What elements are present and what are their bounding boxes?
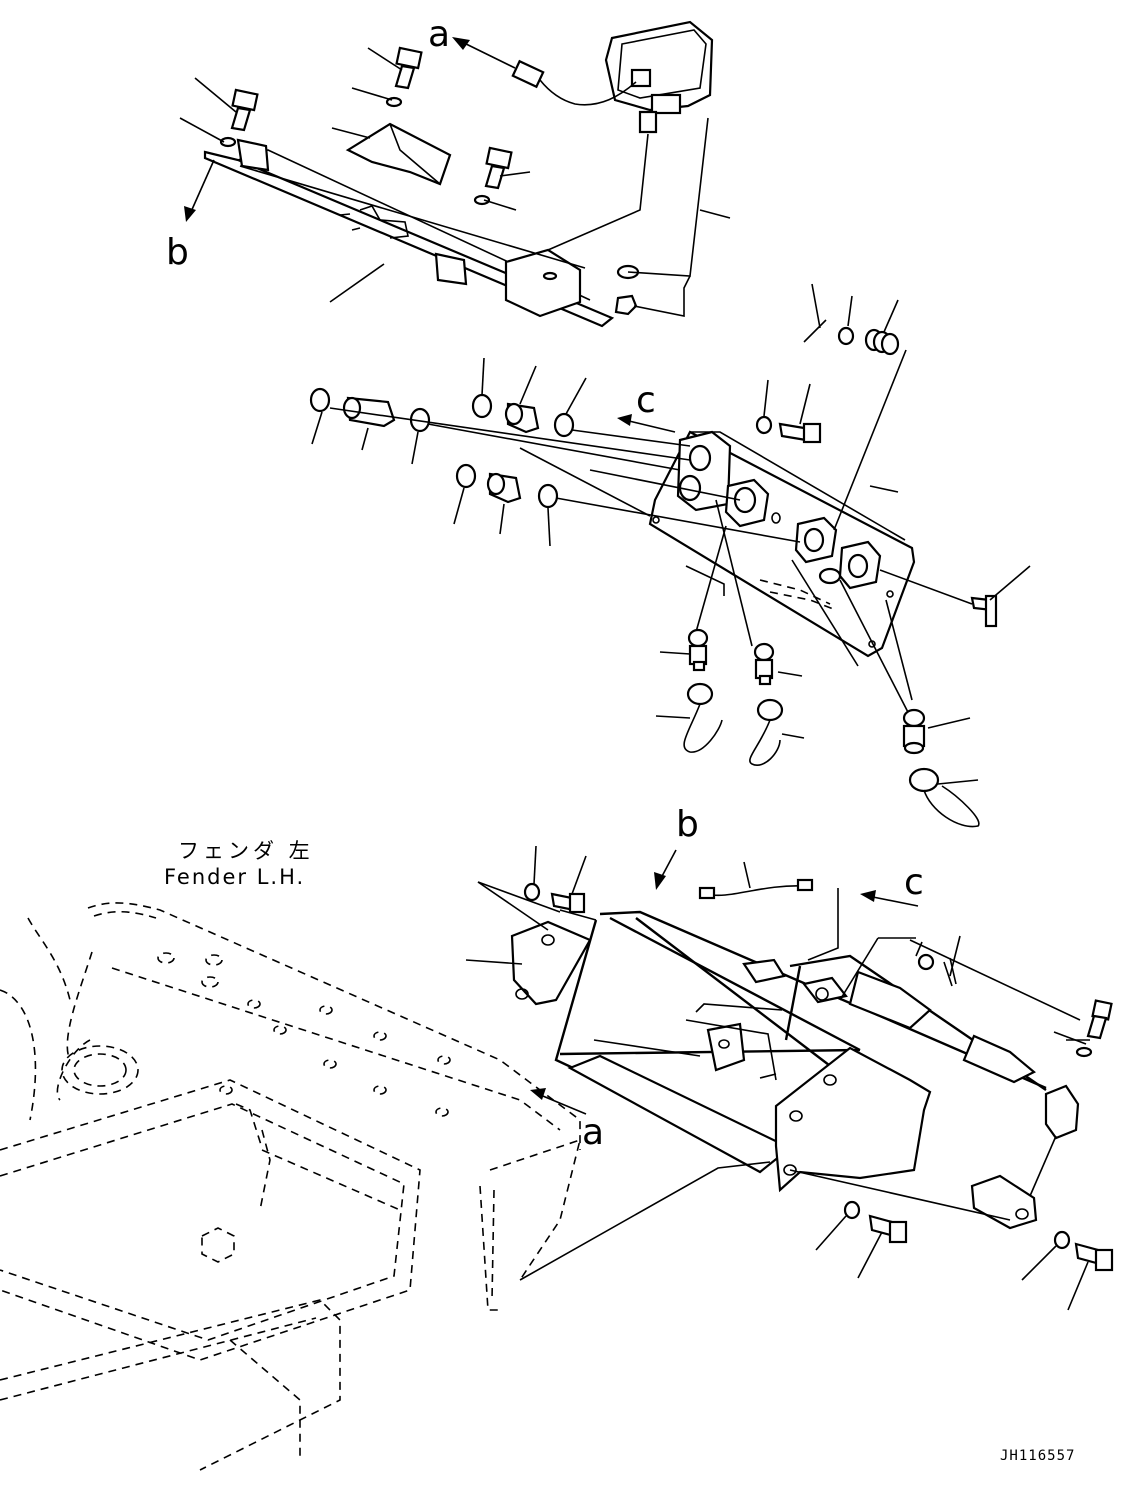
cover-plate [345,122,452,186]
split-pin-low [943,957,957,987]
lamp-connector [511,59,545,89]
label-a-top: a [428,14,450,55]
dust-cap-right [908,767,980,828]
label-a-low: a [582,1112,604,1153]
drawing-code: JH116557 [1000,1448,1075,1464]
washer-top-3 [473,194,491,206]
washer-low-2 [917,953,935,971]
arrow-a-low [537,1093,587,1115]
spacer-block-upper [1044,1084,1080,1140]
label-c-low: c [904,862,924,903]
dust-cap-2 [749,698,784,766]
lower-mounting-frame: b c [465,804,1114,1311]
o-ring-3 [471,393,493,419]
fender-nut [201,1227,235,1263]
arrow-a-top [457,39,516,69]
bolt-top-2 [394,46,423,90]
spring [864,328,900,356]
dust-cap-1 [683,682,723,753]
lamp-mount-boss [504,248,582,318]
fender-label-en: Fender L.H. [164,865,305,889]
bolt-low-2 [868,1214,908,1244]
adapter-3 [486,472,522,504]
washer-low-3 [843,1200,861,1220]
o-ring-1 [309,387,331,413]
tee-fitting [970,594,998,628]
work-lamp [604,20,714,134]
fender-label-jp: フェンダ 左 [178,839,314,863]
bolt-top-3 [484,146,513,190]
spacer-block-lower [970,1174,1038,1230]
split-pin-mid [803,319,827,343]
washer-low-4 [1053,1230,1071,1250]
bolt-low-1 [550,892,586,914]
washer-mid-2 [837,326,855,346]
label-c-mid: c [636,380,656,421]
wire-harness [705,885,807,897]
grease-nipple-2 [753,642,775,686]
arrow-c-mid [624,419,676,433]
bolt-low-3 [1074,1242,1114,1272]
arrow-c-low [867,895,919,907]
o-ring-6 [537,483,559,509]
adapter-2 [504,402,540,434]
end-plate-right [774,1046,932,1193]
side-flange-left [510,920,592,1006]
middle-connector-plate-assembly: c [309,283,1031,828]
lamp-cable [539,79,637,106]
fender-lh: フェンダ 左 Fender L.H. [0,839,604,1471]
washer-mid [755,415,773,435]
o-ring-5 [455,463,477,489]
label-b-low: b [676,804,699,845]
bolt-top-1 [230,88,259,132]
bolt-mid [778,422,822,444]
washer-top-1 [219,136,237,148]
o-ring-4 [553,412,575,438]
label-b-top: b [166,232,189,273]
bolt-low-top-right [1086,999,1113,1040]
top-lamp-bracket-assembly: a [166,14,731,328]
grease-fitting-right [902,708,926,755]
washer-low-1 [523,882,541,902]
grease-nipple-1 [687,628,709,672]
frame-top-left [599,910,1047,1090]
adapter-1 [342,396,396,428]
arrow-b-top [189,159,215,215]
nut-top [614,294,638,316]
